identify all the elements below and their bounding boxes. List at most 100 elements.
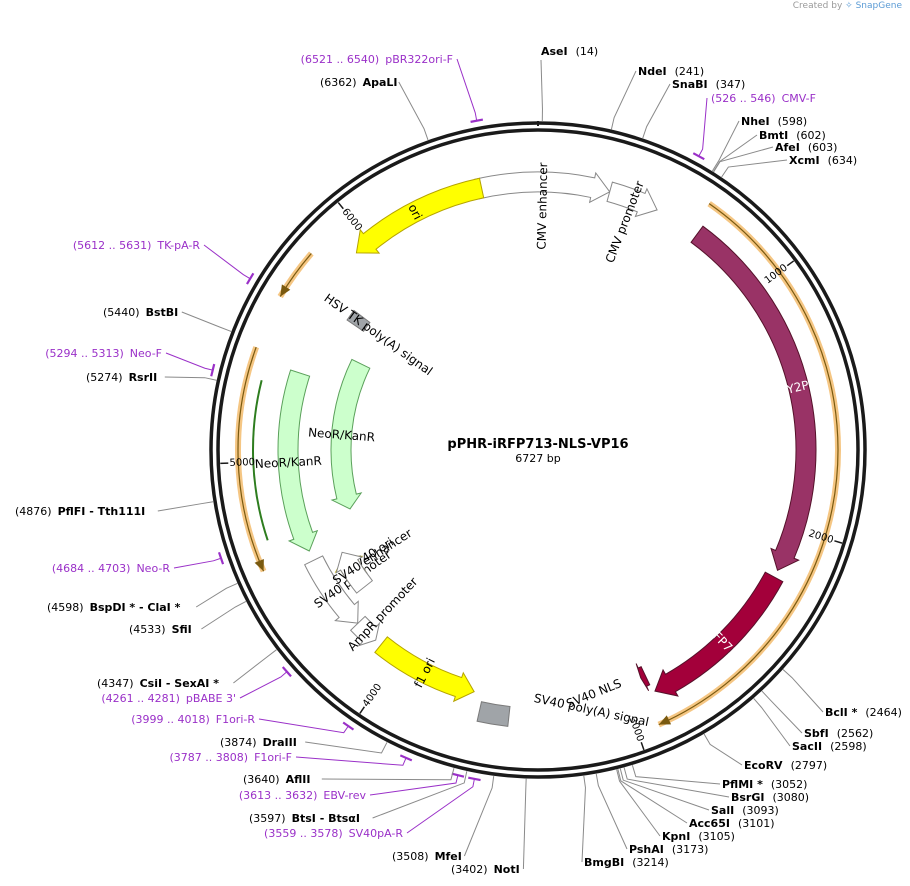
enzyme-site-bspdi-clai[interactable]: (4598) BspDI * - ClaI * — [47, 583, 238, 614]
primer-mark — [468, 776, 481, 782]
enzyme-site-draiii[interactable]: (3874)DraIII — [220, 736, 388, 754]
feature-irfp713[interactable] — [654, 571, 784, 697]
enzyme-name: DraIII — [263, 736, 297, 749]
primer-leader — [406, 778, 475, 834]
enzyme-leader — [595, 773, 628, 850]
enzyme-leader — [581, 775, 586, 863]
primer-sv40pa-r[interactable]: (3559 .. 3578)SV40pA-R — [264, 776, 481, 840]
enzyme-position: (3402) — [451, 863, 488, 876]
feature-ori[interactable] — [355, 177, 485, 254]
feature-cmv-enhancer[interactable] — [473, 171, 611, 204]
primer-f1ori-f[interactable]: (3787 .. 3808)F1ori-F — [170, 751, 413, 766]
enzyme-site-csii-sexai[interactable]: (4347)CsiI - SexAI * — [97, 649, 277, 690]
enzyme-site-sacii[interactable]: SacII(2598) — [753, 698, 867, 753]
feature-f1-ori[interactable] — [374, 636, 475, 703]
enzyme-site-rsrii[interactable]: (5274)RsrII — [86, 371, 217, 384]
enzyme-leader — [181, 311, 232, 332]
plasmid-name: pPHR-iRFP713-NLS-VP16 — [447, 437, 628, 452]
primer-cmv-f[interactable]: (526 .. 546) CMV-F — [692, 92, 816, 161]
enzyme-name: SbfI — [804, 727, 829, 740]
primer-pbabe-3[interactable]: (4261 .. 4281)pBABE 3' — [101, 666, 292, 705]
primer-name: F1ori-R — [216, 713, 256, 726]
enzyme-site-afei[interactable]: AfeI(603) — [713, 141, 838, 173]
enzyme-site-pflfi-tth111i[interactable]: (4876)PflFI - Tth111I — [15, 501, 214, 518]
enzyme-name: BmtI — [759, 129, 788, 142]
enzyme-site-mfei[interactable]: (3508)MfeI — [392, 775, 495, 863]
enzyme-site-sfii[interactable]: (4533)SfiI — [129, 601, 247, 636]
enzyme-site-btsi-bts-i[interactable]: (3597)BtsI - BtsαI — [249, 771, 468, 825]
primer-range: (5612 .. 5631) — [73, 239, 152, 252]
feature-sv40-poly-a-signal[interactable] — [476, 701, 511, 727]
enzyme-site-sali[interactable]: SalI(3093) — [619, 768, 779, 817]
enzyme-name: BspDI * - ClaI * — [90, 601, 181, 614]
enzyme-site-ndei[interactable]: NdeI(241) — [610, 65, 704, 130]
primer-tk-pa-r[interactable]: (5612 .. 5631)TK-pA-R — [73, 239, 255, 285]
enzyme-site-ecorv[interactable]: EcoRV(2797) — [703, 733, 827, 772]
enzyme-position: (3080) — [772, 791, 809, 804]
feature-sv40-nls[interactable] — [635, 663, 651, 692]
feature-neor-kanr-outer[interactable] — [277, 369, 319, 552]
primer-mark — [470, 118, 484, 123]
enzyme-site-noti[interactable]: (3402)NotI — [451, 778, 527, 876]
enzyme-site-snabi[interactable]: SnaBI(347) — [642, 78, 745, 139]
primer-f1ori-r[interactable]: (3999 .. 4018)F1ori-R — [131, 713, 355, 734]
primer-range: (526 .. 546) — [711, 92, 776, 105]
enzyme-site-xcmi[interactable]: XcmI(634) — [721, 154, 858, 178]
primer-mark — [399, 754, 413, 762]
enzyme-site-bstbi[interactable]: (5440)BstBI — [103, 306, 232, 332]
primers: (526 .. 546) CMV-F (6521 .. 6540)pBR322ori… — [45, 53, 816, 840]
enzyme-leader — [201, 601, 247, 630]
primer-name: CMV-F — [782, 92, 816, 105]
enzyme-site-apali[interactable]: (6362)ApaLI — [320, 76, 429, 141]
enzyme-name: XcmI — [789, 154, 820, 167]
enzyme-leader — [713, 146, 774, 173]
primer-range: (4261 .. 4281) — [101, 692, 180, 705]
enzyme-position: (2598) — [830, 740, 867, 753]
enzyme-site-sbfi[interactable]: SbfI(2562) — [761, 690, 873, 740]
enzyme-name: Acc65I — [689, 817, 730, 830]
primer-leader — [203, 244, 251, 280]
enzyme-site-bcli[interactable]: BclI *(2464) — [782, 669, 902, 719]
primer-name: F1ori-F — [254, 751, 292, 764]
tick-mark-3000 — [640, 742, 645, 751]
enzyme-site-bmgbi[interactable]: BmgBI (3214) — [581, 775, 669, 869]
enzyme-label: AfeI(603) — [775, 141, 837, 154]
enzyme-position: (5440) — [103, 306, 140, 319]
primer-neo-r[interactable]: (4684 .. 4703) Neo-R — [52, 551, 225, 575]
enzyme-label: EcoRV(2797) — [744, 759, 827, 772]
primer-name: Neo-R — [136, 562, 170, 575]
primer-range: (3559 .. 3578) — [264, 827, 343, 840]
enzyme-label: (4598) BspDI * - ClaI * — [47, 601, 181, 614]
enzyme-label: (3640)AflII — [243, 773, 310, 786]
enzyme-leader — [195, 583, 238, 608]
enzyme-position: (3105) — [698, 830, 735, 843]
enzyme-site-aflii[interactable]: (3640)AflII — [243, 767, 455, 786]
enzyme-site-bmti[interactable]: BmtI(602) — [712, 129, 826, 172]
primer-neo-f[interactable]: (5294 .. 5313)Neo-F — [45, 347, 216, 377]
enzyme-position: (3214) — [632, 856, 669, 869]
enzyme-position: (2797) — [791, 759, 828, 772]
enzyme-label: (4347)CsiI - SexAI * — [97, 677, 219, 690]
feature-hsv-tk-poly-a-signal[interactable] — [346, 309, 371, 332]
enzyme-site-pshai[interactable]: PshAI(3173) — [595, 773, 708, 856]
orf-arrowhead-3 — [280, 284, 291, 297]
feature-label-hsv-tk-poly-a-signal: HSV TK poly(A) signal — [321, 291, 435, 378]
feature-sv40-promoter[interactable] — [304, 555, 359, 624]
enzyme-site-kpni[interactable]: KpnI(3105) — [616, 769, 735, 843]
enzyme-site-nhei[interactable]: NheI(598) — [711, 115, 807, 172]
enzyme-site-pflmi[interactable]: PflMI *(3052) — [631, 765, 807, 791]
enzyme-site-bsrgi[interactable]: BsrGI(3080) — [623, 767, 809, 804]
feature-neor-kanr-inner[interactable] — [330, 358, 371, 510]
enzyme-name: BmgBI — [584, 856, 624, 869]
feature-cmv-promoter[interactable] — [606, 181, 658, 218]
enzyme-site-asei[interactable]: AseI(14) — [540, 45, 598, 122]
primer-pbr322ori-f[interactable]: (6521 .. 6540)pBR322ori-F — [301, 53, 484, 123]
enzyme-position: (4598) — [47, 601, 84, 614]
primer-ebv-rev[interactable]: (3613 .. 3632)EBV-rev — [239, 772, 465, 802]
feature-sv40-enhancer[interactable] — [335, 551, 374, 594]
primer-range: (4684 .. 4703) — [52, 562, 131, 575]
primer-label: (4261 .. 4281)pBABE 3' — [101, 692, 236, 705]
enzyme-leader — [623, 767, 730, 798]
feature-cry2phr[interactable] — [690, 225, 817, 571]
enzyme-site-acc65i[interactable]: Acc65I(3101) — [617, 769, 775, 830]
